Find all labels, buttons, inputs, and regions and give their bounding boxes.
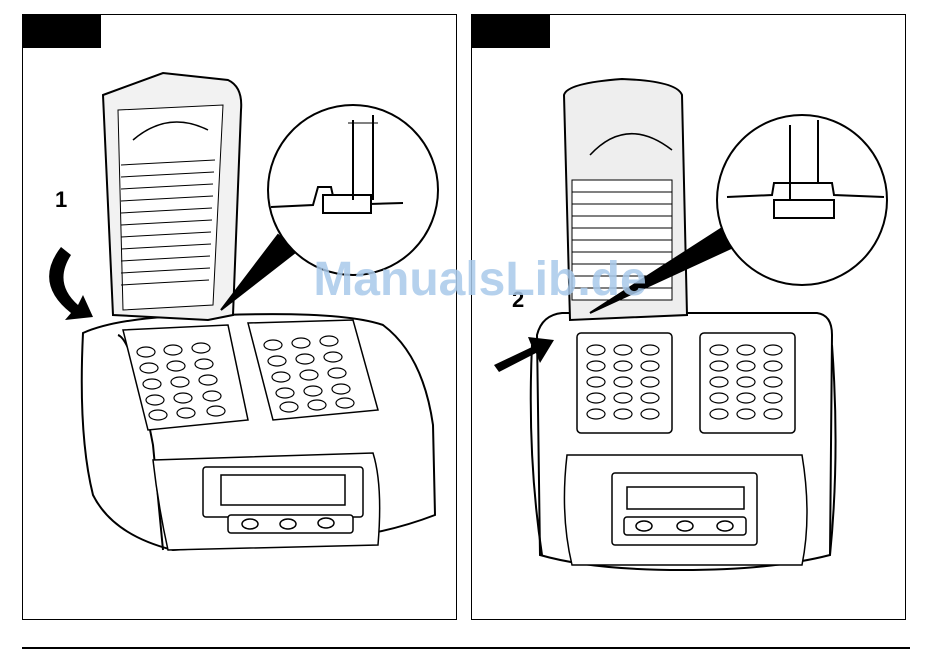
control-panel — [564, 455, 807, 565]
figure-panel-right: 2 — [471, 14, 906, 620]
hinged-lid-upright — [564, 79, 687, 320]
hinged-lid-open — [103, 73, 241, 320]
hinge-detail-callout — [221, 105, 438, 310]
figure-panel-left: 1 — [22, 14, 457, 620]
footer-rule — [22, 647, 910, 649]
reactor-illustration-closing-lid — [472, 15, 907, 621]
step-label: 2 — [512, 287, 524, 313]
control-panel — [153, 453, 380, 550]
step-label: 1 — [55, 187, 67, 213]
curved-arrow-icon — [49, 247, 93, 320]
reactor-illustration-open-lid — [23, 15, 458, 621]
